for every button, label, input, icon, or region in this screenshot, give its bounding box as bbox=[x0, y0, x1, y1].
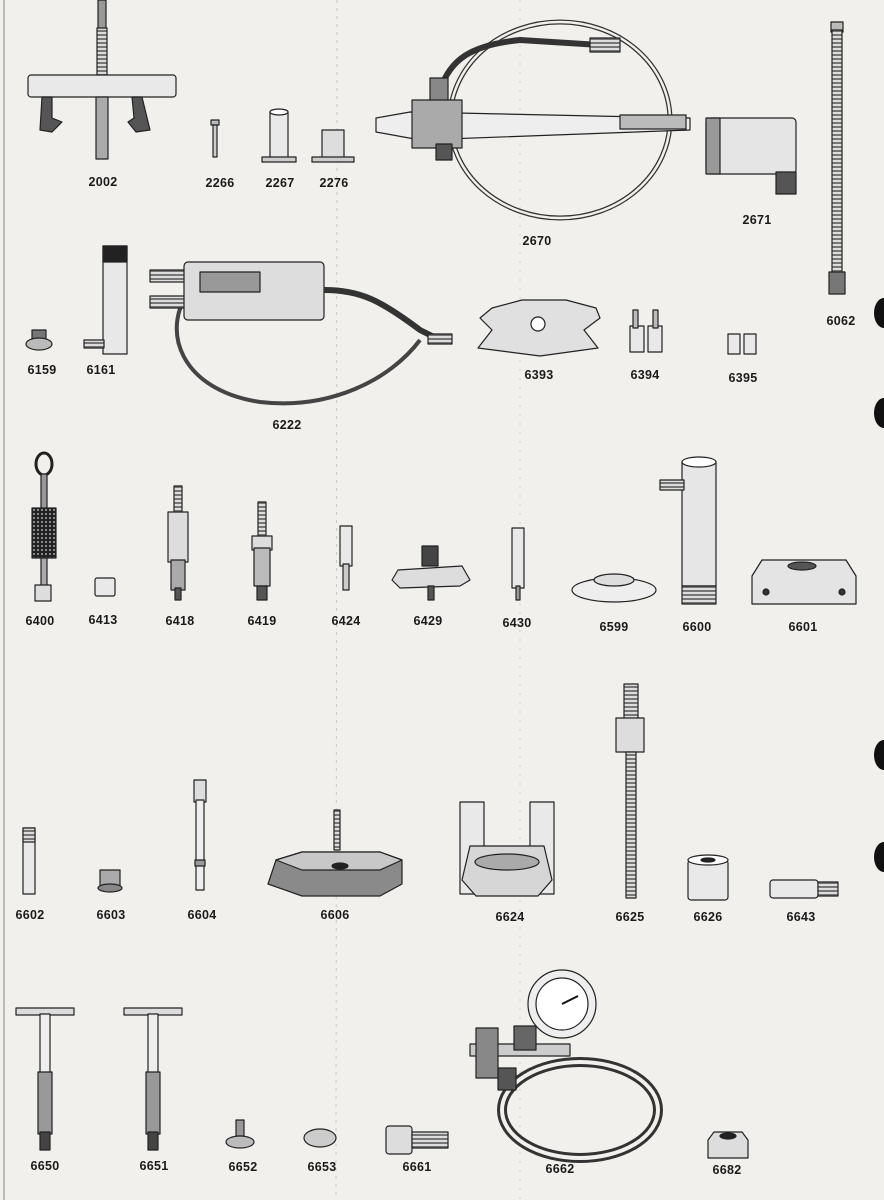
part-number: 6161 bbox=[86, 363, 116, 377]
nut-icon bbox=[25, 329, 53, 351]
bolt-icon bbox=[193, 779, 207, 891]
part-number: 6413 bbox=[88, 613, 118, 627]
part-number: 6602 bbox=[15, 908, 45, 922]
part-number: 6394 bbox=[630, 368, 660, 382]
bushing-icon bbox=[94, 577, 116, 597]
plate-icon bbox=[267, 809, 403, 897]
adapter-icon bbox=[385, 1125, 449, 1155]
part-number: 6650 bbox=[30, 1159, 60, 1173]
part-number: 6606 bbox=[320, 908, 350, 922]
part-number: 6643 bbox=[786, 910, 816, 924]
part-number: 2267 bbox=[265, 176, 295, 190]
cup-icon bbox=[311, 129, 355, 163]
part-number: 6400 bbox=[25, 614, 55, 628]
tube-icon bbox=[659, 456, 717, 605]
binder-hole bbox=[874, 398, 884, 428]
part-number: 6603 bbox=[96, 908, 126, 922]
extractor-icon bbox=[167, 485, 189, 601]
socket-icon bbox=[707, 1131, 749, 1159]
part-number: 6430 bbox=[502, 616, 532, 630]
pressure-gauge-icon bbox=[469, 969, 663, 1163]
binder-hole bbox=[874, 740, 884, 770]
part-number: 2670 bbox=[522, 234, 552, 248]
drift-icon bbox=[511, 527, 525, 601]
slide-hammer-icon bbox=[31, 451, 57, 602]
threaded-rod-icon bbox=[828, 21, 846, 295]
binder-hole bbox=[874, 298, 884, 328]
part-number: 6661 bbox=[402, 1160, 432, 1174]
part-number: 6625 bbox=[615, 910, 645, 924]
part-number: 2276 bbox=[319, 176, 349, 190]
cylinder-icon bbox=[83, 245, 128, 355]
part-number: 6604 bbox=[187, 908, 217, 922]
disc-icon bbox=[303, 1128, 337, 1148]
pin-icon bbox=[22, 827, 36, 895]
bushing-icon bbox=[687, 854, 729, 901]
part-number: 6159 bbox=[27, 363, 57, 377]
adapter-icon bbox=[769, 879, 839, 899]
part-number: 2002 bbox=[88, 175, 118, 189]
drift-icon bbox=[339, 525, 353, 591]
plate-icon bbox=[477, 299, 601, 357]
part-number: 6424 bbox=[331, 614, 361, 628]
nut-icon bbox=[97, 869, 123, 893]
part-number: 6393 bbox=[524, 368, 554, 382]
sleeve-icon bbox=[261, 108, 297, 163]
part-number: 6222 bbox=[272, 418, 302, 432]
pressure-tester-icon bbox=[149, 261, 453, 406]
part-number: 6651 bbox=[139, 1159, 169, 1173]
part-number: 6653 bbox=[307, 1160, 337, 1174]
extractor-icon bbox=[251, 501, 273, 601]
bracket-icon bbox=[459, 801, 555, 897]
part-number: 6599 bbox=[599, 620, 629, 634]
part-number: 6652 bbox=[228, 1160, 258, 1174]
puller-icon bbox=[27, 0, 177, 160]
part-number: 6600 bbox=[682, 620, 712, 634]
t-handle-icon bbox=[15, 1007, 75, 1151]
pin-icon bbox=[210, 119, 220, 158]
hydraulic-hand-pump-icon bbox=[375, 19, 691, 221]
block-icon bbox=[751, 559, 857, 605]
valve-icon bbox=[225, 1119, 255, 1149]
part-number: 6601 bbox=[788, 620, 818, 634]
pins-pair-icon bbox=[629, 309, 663, 353]
part-number: 6419 bbox=[247, 614, 277, 628]
part-number: 6395 bbox=[728, 371, 758, 385]
part-number: 6062 bbox=[826, 314, 856, 328]
clamp-icon bbox=[391, 545, 471, 601]
part-number: 6662 bbox=[545, 1162, 575, 1176]
binder-hole bbox=[874, 842, 884, 872]
bushings-pair-icon bbox=[727, 333, 757, 355]
part-number: 6682 bbox=[712, 1163, 742, 1177]
part-number: 6429 bbox=[413, 614, 443, 628]
disc-icon bbox=[571, 573, 657, 603]
hydraulic-cylinder-icon bbox=[705, 117, 797, 195]
t-handle-icon bbox=[123, 1007, 183, 1151]
part-number: 6624 bbox=[495, 910, 525, 924]
part-number: 2266 bbox=[205, 176, 235, 190]
threaded-rod-icon bbox=[615, 683, 645, 899]
part-number: 2671 bbox=[742, 213, 772, 227]
part-number: 6626 bbox=[693, 910, 723, 924]
part-number: 6418 bbox=[165, 614, 195, 628]
